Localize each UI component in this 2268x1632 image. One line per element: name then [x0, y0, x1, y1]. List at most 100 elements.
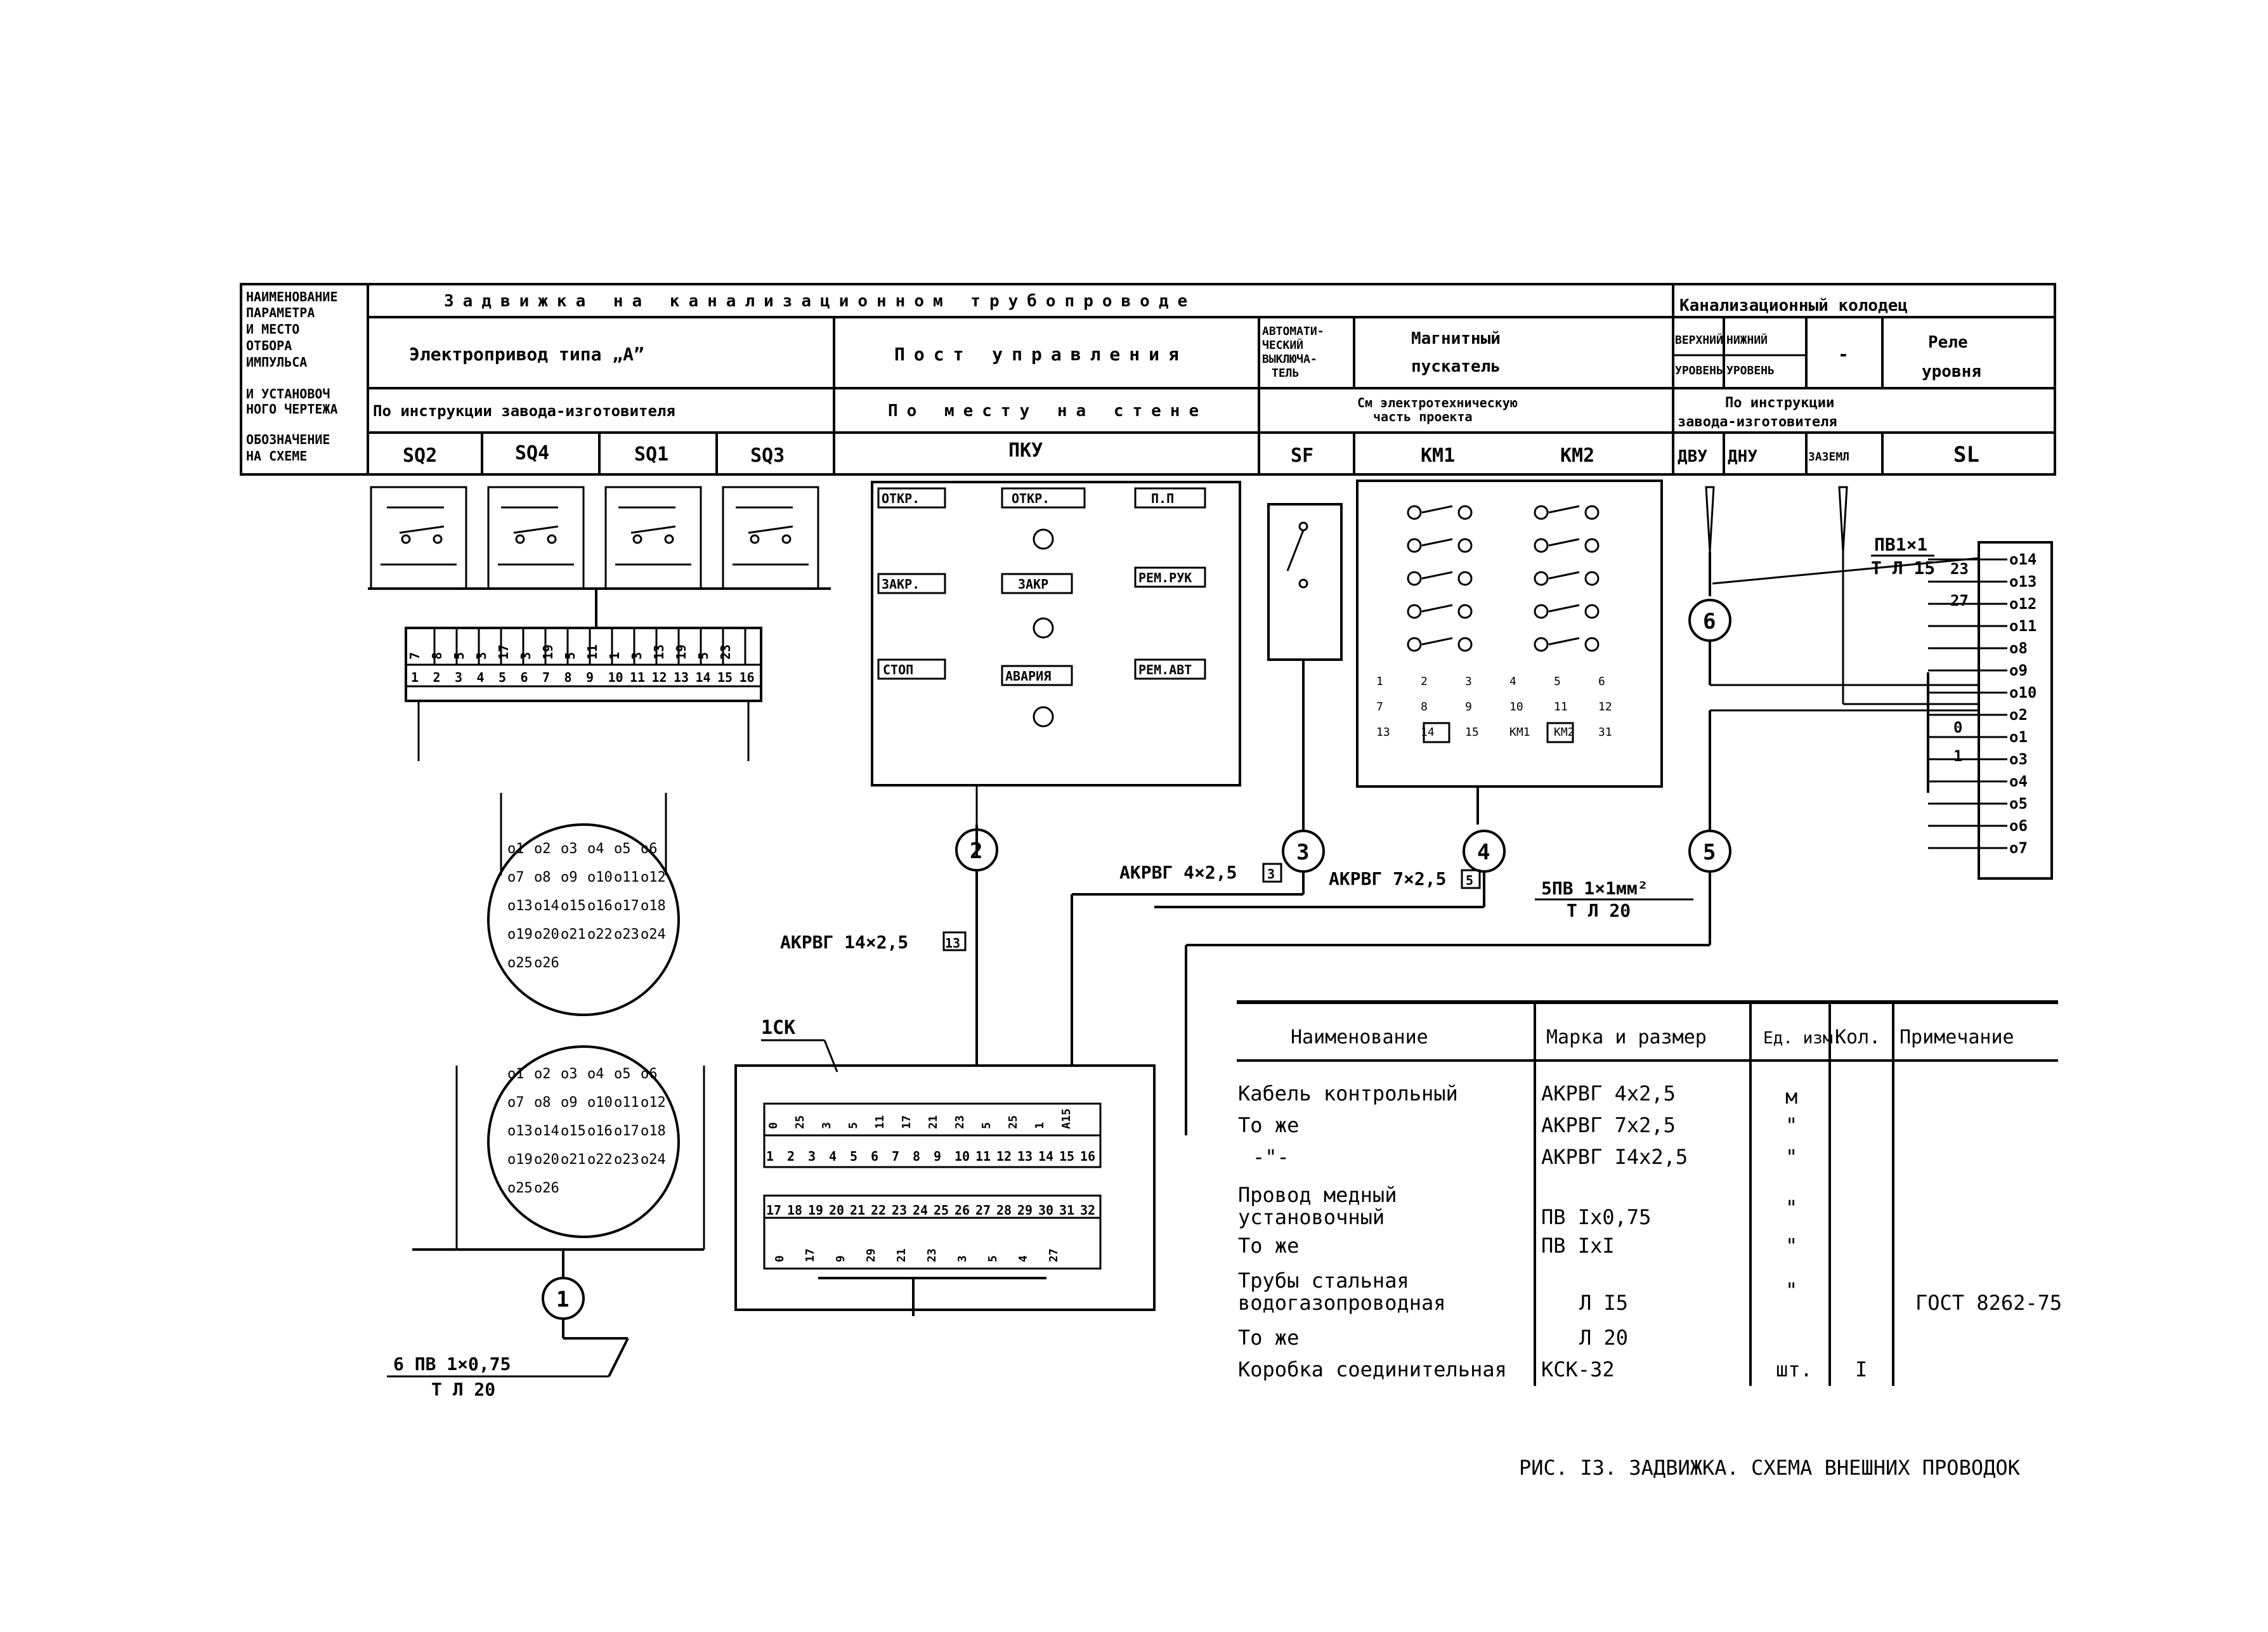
spec-headers: Наименование Марка и размер Ед. изм. Кол… — [1291, 1026, 2014, 1048]
row-label: И УСТАНОВОЧ — [246, 386, 330, 401]
sensor-wire — [1712, 557, 1979, 585]
plug-pin-upper: o1 — [507, 841, 525, 857]
strip-terminal: 2 — [433, 670, 441, 685]
plug-pin-upper: o6 — [641, 841, 658, 857]
starter-label: пускатель — [1411, 357, 1501, 376]
designation-pku: ПКУ — [1008, 440, 1043, 462]
designation-dnu: ДНУ — [1728, 447, 1757, 466]
spec-mark: Л I5 — [1579, 1291, 1628, 1315]
strip-terminal-top: 3 — [518, 652, 533, 660]
install-wall: По месту на стене — [888, 401, 1208, 421]
panel-open: ОТКР. — [882, 491, 920, 506]
coil-km1 — [1423, 722, 1450, 743]
contact-terminal — [1584, 505, 1600, 520]
junction-top-wire: 1 — [1033, 1122, 1046, 1129]
junction-terminal: 30 — [1038, 1203, 1053, 1218]
spec-name: Кабель контрольный — [1238, 1081, 1458, 1106]
strip-terminal-top: 11 — [585, 644, 600, 660]
lamp-open: ОТКР. — [1012, 491, 1050, 506]
junction-terminal: 11 — [975, 1149, 991, 1164]
plug-pin-upper: o15 — [561, 898, 586, 914]
plug-connector-upper — [487, 793, 680, 1016]
plug-pin-upper: o10 — [587, 870, 613, 885]
plug-connector-lower — [455, 1045, 705, 1250]
install-factory: По инструкции завода-изготовителя — [373, 402, 675, 420]
contact-terminal — [1407, 571, 1422, 586]
relay-pin: o7 — [2009, 839, 2028, 857]
cable-number: 5 — [1703, 840, 1716, 865]
spec-header-unit: Ед. изм. — [1763, 1029, 1842, 1048]
junction-terminal: 10 — [955, 1149, 970, 1164]
contact-blade — [1548, 538, 1580, 547]
junction-terminal: 25 — [934, 1203, 949, 1218]
starter-pin: 15 — [1465, 726, 1479, 739]
spec-mark: Л 20 — [1579, 1326, 1628, 1350]
plug-pin-lower: o15 — [561, 1123, 586, 1139]
strip-terminal-top: 7 — [407, 652, 422, 660]
cable-4-count: 5 — [1466, 873, 1473, 888]
panel-rem-ruk: РЕМ.РУК — [1138, 570, 1192, 585]
starter-pin: 11 — [1554, 700, 1568, 714]
contact-terminal — [1457, 571, 1473, 586]
relay-wire-label: 23 — [1950, 560, 1969, 578]
junction-terminal: 5 — [850, 1149, 857, 1164]
strip-terminal-top: 3 — [629, 652, 644, 660]
cable-routes — [562, 870, 1711, 1377]
plug-pin-lower: o21 — [561, 1152, 586, 1168]
junction-top-wire: А15 — [1060, 1108, 1073, 1129]
panel-close: ЗАКР. — [882, 577, 920, 592]
lamp-icon — [1033, 617, 1054, 639]
plug-pin-upper: o17 — [614, 898, 639, 914]
strip-terminal-top: 13 — [651, 644, 667, 660]
contact-terminal — [1457, 538, 1473, 553]
contact-blade — [1421, 538, 1453, 547]
junction-terminal: 7 — [892, 1149, 899, 1164]
junction-bottom-wire: 27 — [1047, 1248, 1060, 1262]
auto-switch-label: АВТОМАТИ- — [1262, 325, 1324, 338]
plug-pin-lower: o8 — [534, 1095, 551, 1111]
spec-name-line2: установочный — [1238, 1205, 1385, 1229]
relay-pin: o13 — [2009, 573, 2037, 591]
lamp-alarm: АВАРИЯ — [1005, 669, 1051, 684]
designation-sq4: SQ4 — [515, 442, 549, 464]
strip-terminal-top: 5 — [452, 652, 467, 660]
auto-switch-label: ЧЕСКИЙ — [1262, 338, 1303, 352]
contact-terminal — [1584, 604, 1600, 619]
lamp-icon — [1033, 706, 1054, 728]
spec-qty: I — [1855, 1357, 1867, 1381]
spec-row: То же АКРВГ 7х2,5 " — [1238, 1113, 1797, 1137]
starter-pin: 13 — [1376, 726, 1390, 739]
spec-row: Провод медный установочный ПВ Iх0,75 " — [1238, 1183, 1797, 1229]
figure-caption: РИС. I3. ЗАДВИЖКА. СХЕМА ВНЕШНИХ ПРОВОДО… — [1519, 1456, 2021, 1480]
starter-pin: 3 — [1465, 675, 1472, 688]
junction-top-wire: 11 — [873, 1115, 887, 1129]
auto-switch-label: ВЫКЛЮЧА- — [1262, 353, 1317, 366]
plug-pin-upper: o18 — [641, 898, 666, 914]
relay-pin: o4 — [2009, 773, 2028, 790]
title-well: Канализационный колодец — [1679, 296, 1908, 315]
junction-top-wire: 3 — [820, 1122, 833, 1129]
plug-pin-lower: o13 — [507, 1123, 533, 1139]
strip-terminal: 6 — [521, 670, 528, 685]
cable-1-pipe: Т Л 20 — [431, 1379, 495, 1400]
strip-terminal-top: 5 — [563, 652, 578, 660]
spec-mark: АКРВГ 7х2,5 — [1541, 1113, 1676, 1137]
plug-pin-upper: o9 — [561, 870, 578, 885]
plug-pin-lower: o14 — [534, 1123, 559, 1139]
junction-terminal: 31 — [1059, 1203, 1074, 1218]
spec-unit: м — [1785, 1085, 1797, 1109]
electroprivod-label: Электропривод типа „А” — [409, 344, 644, 365]
spec-unit: " — [1785, 1234, 1797, 1258]
spec-note: ГОСТ 8262-75 — [1915, 1291, 2062, 1315]
spec-name: -"- — [1253, 1145, 1289, 1169]
row-label: НОГО ЧЕРТЕЖА — [246, 401, 338, 417]
spec-header-name: Наименование — [1291, 1026, 1428, 1048]
cable-number: 2 — [970, 839, 982, 864]
relay-wire-labels: 23 27 0 1 — [1950, 560, 1969, 765]
plug-pin-lower: o2 — [534, 1066, 551, 1082]
plug-pin-lower: o25 — [507, 1180, 533, 1196]
